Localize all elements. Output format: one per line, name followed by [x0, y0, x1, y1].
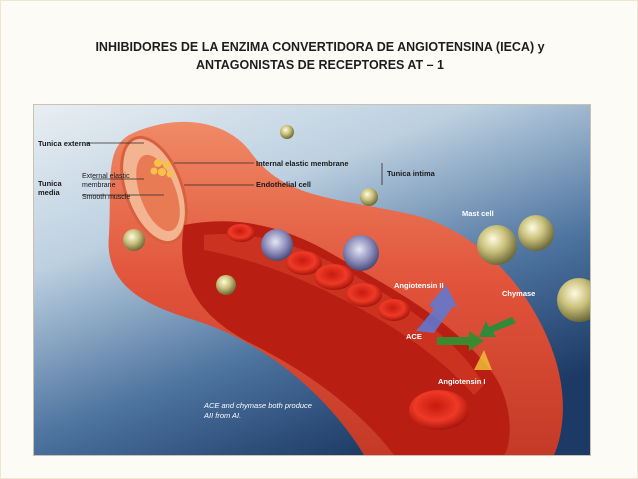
- title-line-1: INHIBIDORES DE LA ENZIMA CONVERTIDORA DE…: [95, 40, 545, 54]
- lumen-highlight: [204, 234, 484, 395]
- caption-line-1: ACE and chymase both produce: [204, 401, 312, 410]
- label-tunica-externa: Tunica externa: [38, 139, 91, 148]
- label-mast-cell: Mast cell: [462, 209, 494, 218]
- label-angiotensin-i: Angiotensin I: [438, 377, 486, 386]
- mast-cells: [123, 125, 590, 322]
- label-leader-lines: [82, 142, 383, 196]
- chymase-arrow: [479, 317, 516, 337]
- angiotensin-ii-arrow: [416, 285, 459, 333]
- label-tunica-intima: Tunica intima: [387, 169, 435, 178]
- enzyme-arrows: [416, 285, 516, 370]
- slide-title: INHIBIDORES DE LA ENZIMA CONVERTIDORA DE…: [30, 38, 610, 74]
- label-endothelial-cell: Endothelial cell: [256, 180, 312, 189]
- elastic-membrane-texture: [150, 159, 174, 178]
- angiotensin-i-marker: [474, 350, 492, 370]
- label-external-elastic-membrane: External elastic membrane: [82, 173, 130, 189]
- red-blood-cells: [227, 224, 469, 430]
- label-smooth-muscle: Smooth muscle: [82, 194, 131, 201]
- blood-vessel-diagram: Tunica externa Tunica media External ela…: [33, 104, 591, 456]
- label-chymase: Chymase: [502, 289, 536, 298]
- white-blood-cell: [343, 235, 379, 271]
- figure-caption: ACE and chymase both produce AII from AI…: [204, 401, 344, 421]
- label-tunica-media: Tunica media: [38, 179, 62, 197]
- title-line-2: ANTAGONISTAS DE RECEPTORES AT – 1: [196, 58, 444, 72]
- caption-line-2: AII from AI.: [204, 411, 242, 420]
- ace-arrow: [437, 331, 484, 351]
- label-internal-elastic-membrane: Internal elastic membrane: [256, 159, 349, 168]
- label-ace: ACE: [406, 332, 422, 341]
- white-blood-cell: [261, 229, 293, 261]
- label-angiotensin-ii: Angiotensin II: [394, 281, 444, 290]
- diagram-graphic: [34, 105, 590, 455]
